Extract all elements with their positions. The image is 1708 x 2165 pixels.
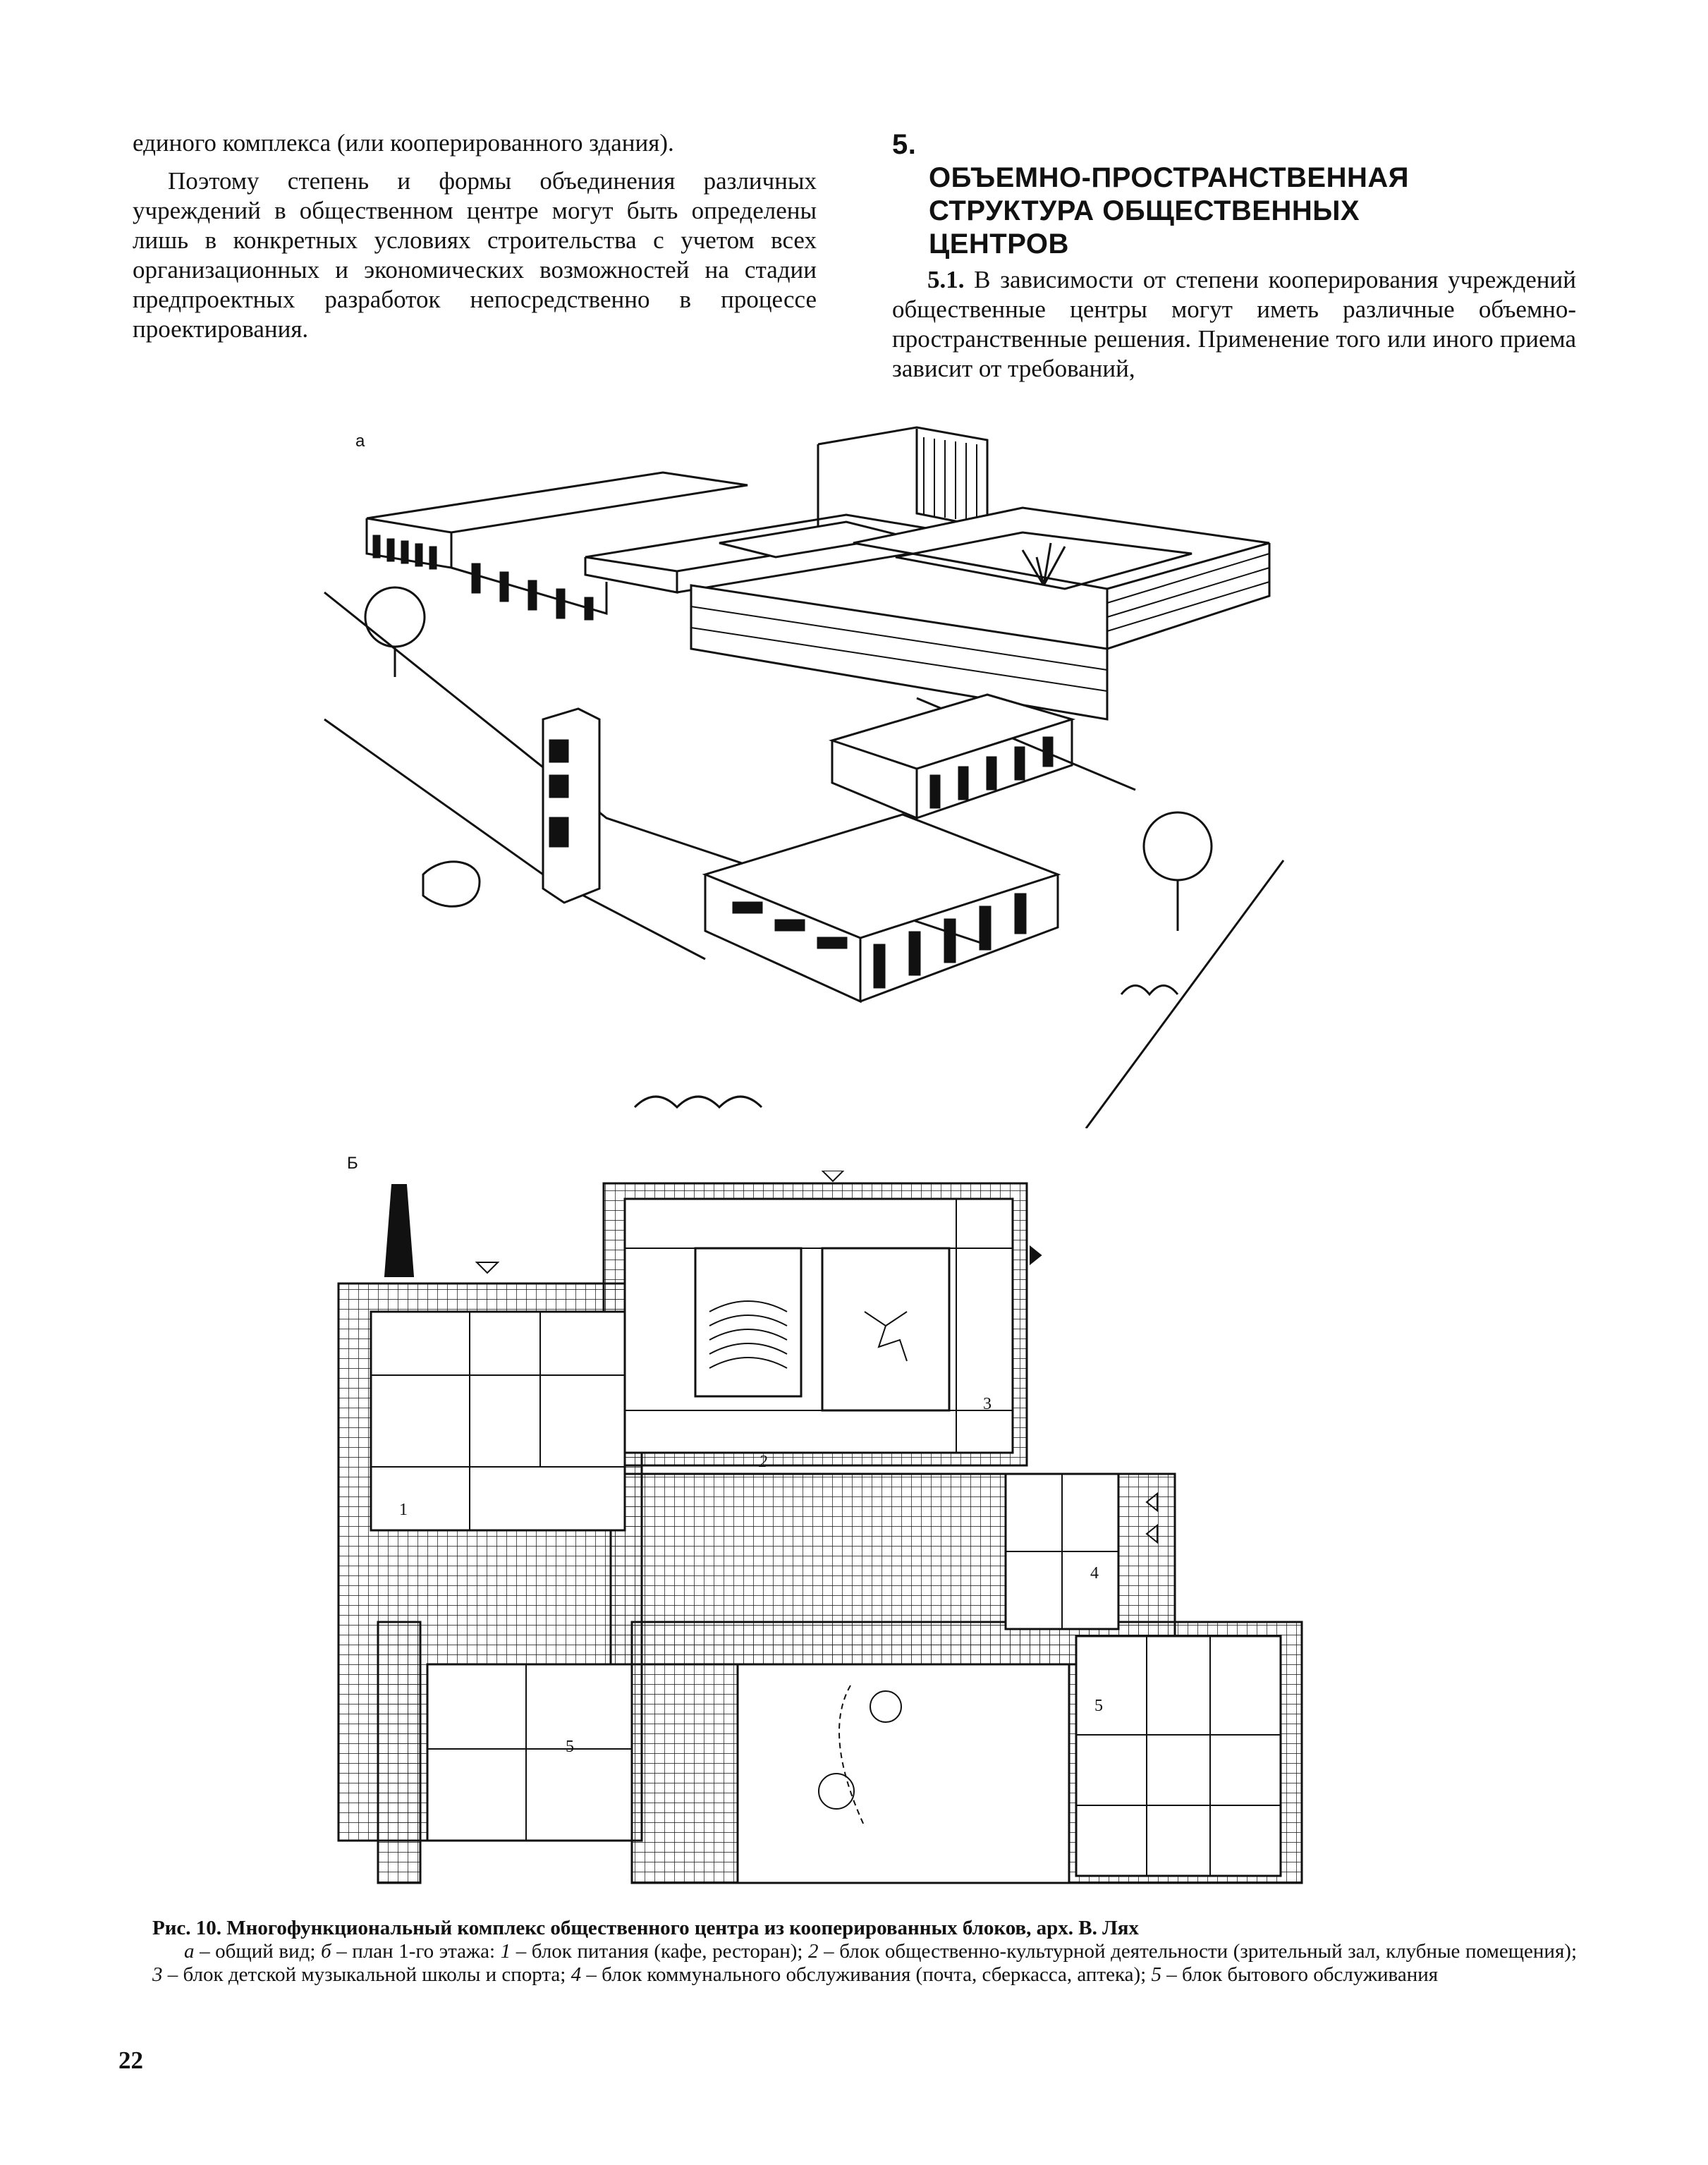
section-title-line-1: ОБЪЕМНО-ПРОСТРАНСТВЕННАЯ (929, 162, 1410, 193)
caption-item-text: – блок детской музыкальной школы и спорт… (162, 1963, 571, 1986)
axonometric-view (324, 426, 1285, 1128)
section-title-line-2: СТРУКТУРА ОБЩЕСТВЕННЫХ (929, 195, 1360, 226)
figure-label-b: Б (347, 1154, 358, 1173)
figure-label-a: а (355, 432, 365, 451)
paragraph-number: 5.1. (927, 266, 965, 293)
section-title-line-3: ЦЕНТРОВ (929, 228, 1069, 260)
plan-number-3: 3 (983, 1395, 992, 1413)
section-heading: 5. ОБЪЕМНО-ПРОСТРАНСТВЕННАЯ СТРУКТУРА ОБЩ… (892, 128, 1499, 261)
caption-item-number: 1 (500, 1940, 511, 1963)
plan-number-5-right: 5 (1094, 1697, 1103, 1715)
caption-item-number: 2 (808, 1940, 819, 1963)
caption-item-text: – блок бытового обслуживания (1161, 1963, 1439, 1986)
caption-item-text: – блок питания (кафе, ресторан); (511, 1940, 809, 1963)
caption-body: а – общий вид; б – план 1-го этажа: 1 – … (152, 1940, 1577, 1987)
caption-item-number: 3 (152, 1963, 163, 1986)
left-paragraph-2: Поэтому степень и формы объединения разл… (133, 167, 817, 343)
caption-label-b: б (321, 1940, 331, 1963)
plan-number-4: 4 (1090, 1564, 1099, 1582)
plan-number-2: 2 (759, 1453, 767, 1471)
section-number: 5. (892, 129, 917, 160)
page-number: 22 (118, 2047, 143, 2074)
figure-caption: Рис. 10. Многофункциональный комплекс об… (152, 1917, 1577, 1987)
caption-item-number: 5 (1151, 1963, 1161, 1986)
plan-number-5-left: 5 (566, 1738, 574, 1756)
caption-text-b: – план 1-го этажа: (331, 1940, 501, 1963)
right-text-column: 5.1. В зависимости от степени коопериров… (892, 265, 1576, 384)
caption-label-a: а (184, 1940, 195, 1963)
caption-item-text: – блок общественно-культурной деятельнос… (818, 1940, 1578, 1963)
caption-title: Рис. 10. Многофункциональный комплекс об… (152, 1917, 1139, 1939)
caption-item-number: 4 (571, 1963, 582, 1986)
plan-number-1: 1 (399, 1501, 408, 1519)
floor-plan: 1 2 3 4 5 5 (337, 1171, 1303, 1884)
caption-text-a: – общий вид; (194, 1940, 316, 1963)
right-paragraph: В зависимости от степени кооперирования … (892, 266, 1576, 382)
caption-item-text: – блок коммунального обслуживания (почта… (581, 1963, 1152, 1986)
left-paragraph-1: единого комплекса (или кооперированного … (133, 129, 674, 157)
left-text-column: единого комплекса (или кооперированного … (133, 128, 817, 344)
